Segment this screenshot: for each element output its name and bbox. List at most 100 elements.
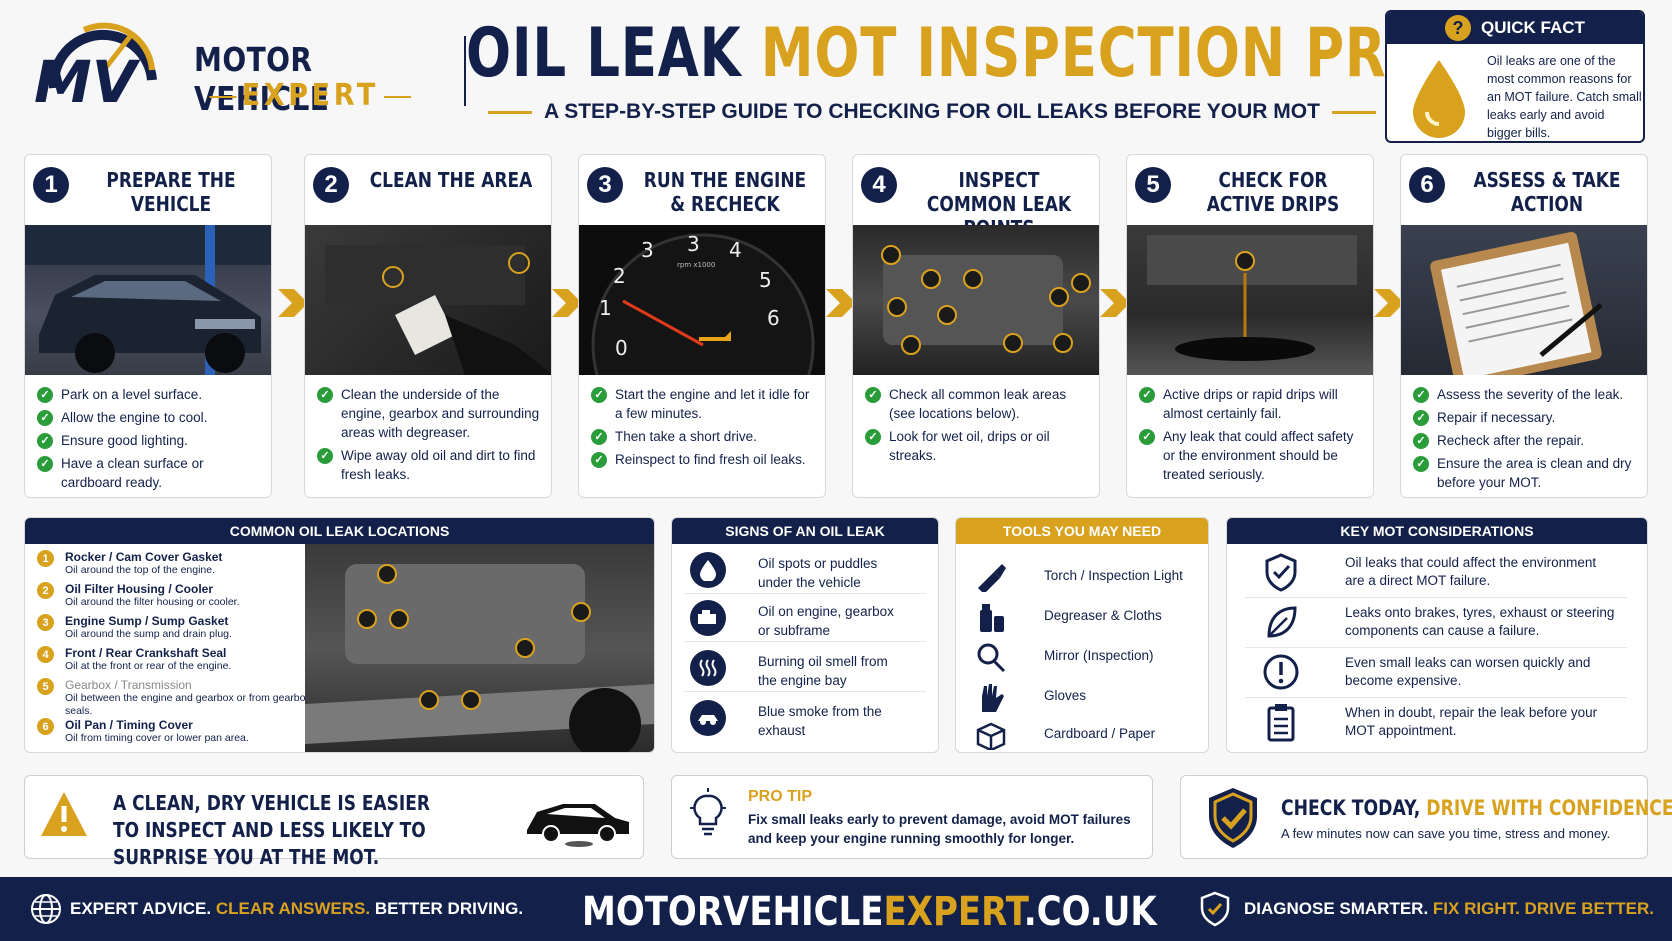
check-icon: ✓ <box>1413 456 1429 472</box>
tool-item: Mirror (Inspection) <box>974 638 1198 674</box>
svg-text:rpm x1000: rpm x1000 <box>677 261 715 269</box>
step-5-card: 5 CHECK FOR ACTIVE DRIPS ✓Active drips o… <box>1126 154 1374 498</box>
panel-heading: KEY MOT CONSIDERATIONS <box>1227 518 1647 544</box>
quick-fact-text: Oil leaks are one of the most common rea… <box>1487 54 1642 140</box>
svg-text:3: 3 <box>687 232 700 256</box>
step-title: CLEAN THE AREA <box>369 168 533 192</box>
svg-text:0: 0 <box>615 336 628 360</box>
svg-text:6: 6 <box>767 306 780 330</box>
car-photo <box>25 225 271 375</box>
smell-icon <box>690 650 726 686</box>
warning-text: A CLEAN, DRY VEHICLE IS EASIER TO INSPEC… <box>113 791 430 869</box>
step-title: PREPARE THE VEHICLE <box>106 168 236 216</box>
check-icon: ✓ <box>37 387 53 403</box>
check-today-box: CHECK TODAY, DRIVE WITH CONFIDENCE A few… <box>1180 775 1672 859</box>
quick-fact-header: ?QUICK FACT <box>1387 12 1643 44</box>
glove-icon <box>982 684 1004 712</box>
signs-panel: SIGNS OF AN OIL LEAK Oil spots or puddle… <box>671 517 939 753</box>
tools-panel: TOOLS YOU MAY NEED Torch / Inspection Li… <box>955 517 1209 753</box>
smoke-icon <box>690 700 726 736</box>
step-4-card: 4 INSPECT COMMON LEAK POINTS ✓Check all … <box>852 154 1100 498</box>
consideration-item: Oil leaks that could affect the environm… <box>1245 548 1627 598</box>
box-icon <box>976 722 1006 750</box>
clipboard-icon <box>1267 704 1295 742</box>
pro-tip-heading: PRO TIP <box>748 788 813 805</box>
check-icon: ✓ <box>37 410 53 426</box>
warning-icon <box>41 792 87 836</box>
arrow-right-icon <box>552 289 582 317</box>
underside-photo <box>305 544 654 752</box>
check-today-text: A few minutes now can save you time, str… <box>1281 826 1611 841</box>
check-icon: ✓ <box>1139 387 1155 403</box>
arrow-right-icon <box>278 289 308 317</box>
alert-icon <box>1263 654 1299 690</box>
step-5-list: ✓Active drips or rapid drips will almost… <box>1137 385 1367 488</box>
leaf-icon <box>1267 606 1297 638</box>
check-icon: ✓ <box>591 429 607 445</box>
oil-drip-photo <box>1127 225 1373 375</box>
tool-item: Gloves <box>974 678 1198 714</box>
list-item: ✓Assess the severity of the leak. <box>1411 385 1641 404</box>
check-icon: ✓ <box>1139 429 1155 445</box>
brand-line2: EXPERT <box>204 78 417 113</box>
arrow-right-icon <box>826 289 856 317</box>
check-icon: ✓ <box>317 387 333 403</box>
check-icon: ✓ <box>591 387 607 403</box>
oil-drop-icon <box>1413 60 1465 138</box>
brand-logo: MV MOTOR VEHICLE EXPERT <box>24 10 466 120</box>
list-item: ✓Ensure the area is clean and dry before… <box>1411 454 1641 492</box>
check-icon: ✓ <box>1413 433 1429 449</box>
globe-icon <box>31 894 61 924</box>
step-number: 4 <box>861 167 897 203</box>
car-icon <box>527 804 629 847</box>
list-item: ✓Ensure good lighting. <box>35 431 265 450</box>
shield-check-icon <box>1209 788 1257 848</box>
list-item: ✓Start the engine and let it idle for a … <box>589 385 819 423</box>
mirror-icon <box>977 643 1006 672</box>
engine-underside-photo <box>853 225 1099 375</box>
footer-website[interactable]: MOTORVEHICLEEXPERT.CO.UK <box>582 889 1157 935</box>
check-icon: ✓ <box>591 452 607 468</box>
list-item: ✓Any leak that could affect safety or th… <box>1137 427 1367 484</box>
list-item: ✓Recheck after the repair. <box>1411 431 1641 450</box>
torch-icon <box>978 564 1006 592</box>
consideration-item: Leaks onto brakes, tyres, exhaust or ste… <box>1245 598 1627 648</box>
lightbulb-icon <box>690 788 726 836</box>
arrow-right-icon <box>1100 289 1130 317</box>
header-divider <box>464 36 466 106</box>
quick-fact-box: ?QUICK FACT Oil leaks are one of the mos… <box>1385 10 1645 143</box>
panel-heading: COMMON OIL LEAK LOCATIONS <box>25 518 654 544</box>
pro-tip-text: Fix small leaks early to prevent damage,… <box>748 812 1131 846</box>
tool-item: Degreaser & Cloths <box>974 598 1198 634</box>
consideration-item: When in doubt, repair the leak before yo… <box>1245 698 1627 748</box>
panel-heading: SIGNS OF AN OIL LEAK <box>672 518 938 544</box>
panel-heading: TOOLS YOU MAY NEED <box>956 518 1208 544</box>
step-number: 5 <box>1135 167 1171 203</box>
check-icon: ✓ <box>865 387 881 403</box>
engine-icon <box>690 600 726 636</box>
shield-check-icon <box>1265 553 1297 592</box>
step-4-list: ✓Check all common leak areas (see locati… <box>863 385 1093 469</box>
check-today-heading: CHECK TODAY, DRIVE WITH CONFIDENCE <box>1281 796 1672 820</box>
step-1-list: ✓Park on a level surface. ✓Allow the eng… <box>35 385 265 496</box>
considerations-panel: KEY MOT CONSIDERATIONS Oil leaks that co… <box>1226 517 1648 753</box>
step-number: 6 <box>1409 167 1445 203</box>
list-item: ✓Look for wet oil, drips or oil streaks. <box>863 427 1093 465</box>
tool-item: Cardboard / Paper <box>974 716 1198 752</box>
list-item: ✓Active drips or rapid drips will almost… <box>1137 385 1367 423</box>
step-number: 2 <box>313 167 349 203</box>
list-item: ✓Check all common leak areas (see locati… <box>863 385 1093 423</box>
list-item: ✓Repair if necessary. <box>1411 408 1641 427</box>
svg-text:4: 4 <box>729 238 742 262</box>
list-item: ✓Wipe away old oil and dirt to find fres… <box>315 446 545 484</box>
step-title: ASSESS & TAKE ACTION <box>1473 168 1621 216</box>
check-icon: ✓ <box>1413 410 1429 426</box>
pro-tip-box: PRO TIP Fix small leaks early to prevent… <box>671 775 1153 859</box>
sign-item: Oil spots or puddles under the vehicle <box>684 546 926 594</box>
